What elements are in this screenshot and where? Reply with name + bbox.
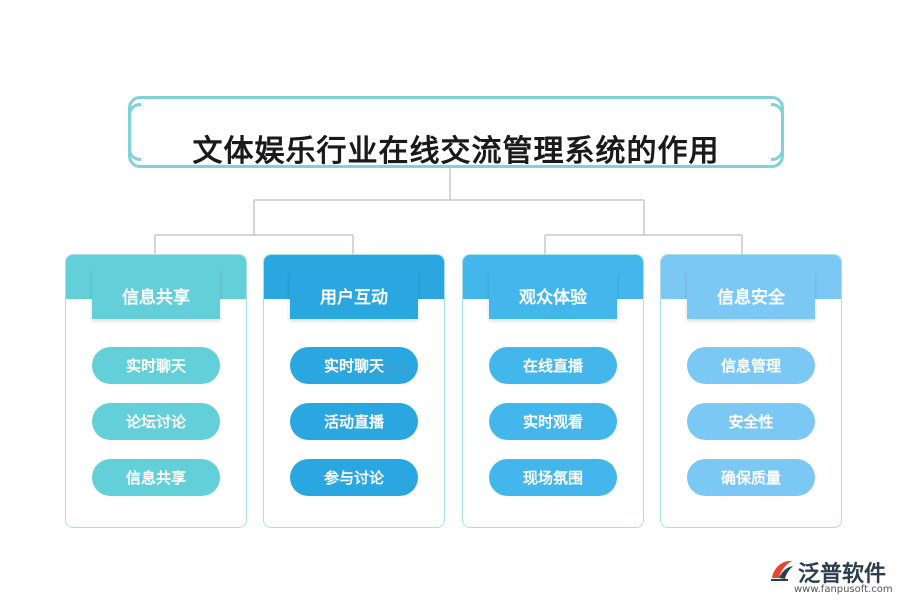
item-pill: 确保质量: [687, 459, 815, 496]
item-pill: 实时观看: [489, 403, 617, 440]
card-header: 观众体验: [489, 271, 617, 319]
item-pill: 现场氛围: [489, 459, 617, 496]
connector-right: [544, 234, 743, 254]
item-pill: 实时聊天: [290, 347, 418, 384]
brand-logo-icon: [771, 560, 793, 581]
card-header: 用户互动: [290, 271, 418, 319]
item-pill: 在线直播: [489, 347, 617, 384]
item-pill: 实时聊天: [92, 347, 220, 384]
card-col2: 用户互动 实时聊天 活动直播 参与讨论: [263, 254, 445, 528]
title-box: 文体娱乐行业在线交流管理系统的作用: [128, 96, 784, 169]
item-pill: 活动直播: [290, 403, 418, 440]
card-col3: 观众体验 在线直播 实时观看 现场氛围: [462, 254, 644, 528]
card-header: 信息共享: [92, 271, 220, 319]
item-pill: 论坛讨论: [92, 403, 220, 440]
connector-branch: [253, 199, 645, 235]
connector-left: [154, 234, 354, 254]
brand[interactable]: 泛普软件 www.fanpusoft.com: [768, 556, 893, 596]
item-pill: 安全性: [687, 403, 815, 440]
brand-name: 泛普软件: [798, 562, 887, 587]
brand-url: www.fanpusoft.com: [794, 584, 893, 595]
item-pill: 信息共享: [92, 459, 220, 496]
card-header: 信息安全: [687, 271, 815, 319]
card-col1: 信息共享 实时聊天 论坛讨论 信息共享: [65, 254, 247, 528]
diagram-title: 文体娱乐行业在线交流管理系统的作用: [192, 134, 720, 169]
item-pill: 参与讨论: [290, 459, 418, 496]
card-col4: 信息安全 信息管理 安全性 确保质量: [660, 254, 842, 528]
item-pill: 信息管理: [687, 347, 815, 384]
